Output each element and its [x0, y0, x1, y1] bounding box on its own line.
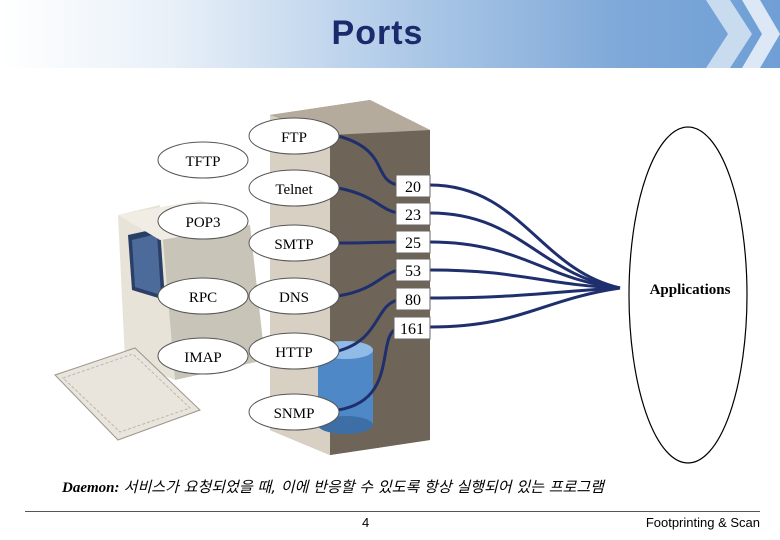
port-box-53: 53	[395, 258, 431, 282]
header-chevron-icon	[706, 0, 780, 68]
port-20-label: 20	[405, 179, 421, 196]
service-http-label: HTTP	[275, 345, 313, 361]
slide-title: Ports	[331, 14, 424, 52]
port-box-80: 80	[395, 287, 431, 311]
network-cables	[337, 134, 621, 412]
header-band	[0, 0, 780, 68]
service-tftp: TFTP	[157, 141, 249, 179]
service-imap: IMAP	[157, 337, 249, 375]
daemon-caption: Daemon: 서비스가 요청되었을 때, 이에 반응할 수 있도록 항상 실행…	[62, 476, 604, 497]
footer-rule	[25, 511, 760, 512]
port-23-label: 23	[405, 207, 421, 224]
service-snmp-label: SNMP	[274, 406, 315, 422]
service-pop3: POP3	[157, 202, 249, 240]
service-telnet-label: Telnet	[275, 182, 313, 198]
service-imap-label: IMAP	[184, 350, 222, 366]
caption-lead: Daemon:	[62, 480, 120, 496]
port-161-label: 161	[400, 321, 424, 338]
service-ftp: FTP	[248, 117, 340, 155]
service-dns: DNS	[248, 277, 340, 315]
ports-diagram: Applications TFTP POP3 RPC IMAP FTP Teln…	[54, 100, 748, 464]
service-pop3-label: POP3	[185, 215, 220, 231]
port-80-label: 80	[405, 292, 421, 309]
applications-ellipse	[628, 126, 748, 464]
port-53-label: 53	[405, 263, 421, 280]
port-box-25: 25	[395, 230, 431, 254]
service-tftp-label: TFTP	[185, 154, 220, 170]
port-box-23: 23	[395, 202, 431, 226]
service-telnet: Telnet	[248, 169, 340, 207]
port-25-label: 25	[405, 235, 421, 252]
applications-label: Applications	[650, 282, 731, 298]
service-smtp: SMTP	[248, 224, 340, 262]
footer-course-title: Footprinting & Scan	[645, 515, 760, 530]
service-snmp: SNMP	[248, 393, 340, 431]
service-rpc-label: RPC	[189, 290, 217, 306]
service-smtp-label: SMTP	[274, 237, 313, 253]
port-box-20: 20	[395, 174, 431, 198]
service-ftp-label: FTP	[281, 130, 307, 146]
keyboard-icon	[54, 347, 201, 441]
port-box-161: 161	[393, 316, 431, 340]
caption-text: 서비스가 요청되었을 때, 이에 반응할 수 있도록 항상 실행되어 있는 프로…	[123, 478, 604, 496]
service-http: HTTP	[248, 332, 340, 370]
page-number: 4	[362, 515, 370, 530]
service-dns-label: DNS	[279, 290, 309, 306]
service-rpc: RPC	[157, 277, 249, 315]
